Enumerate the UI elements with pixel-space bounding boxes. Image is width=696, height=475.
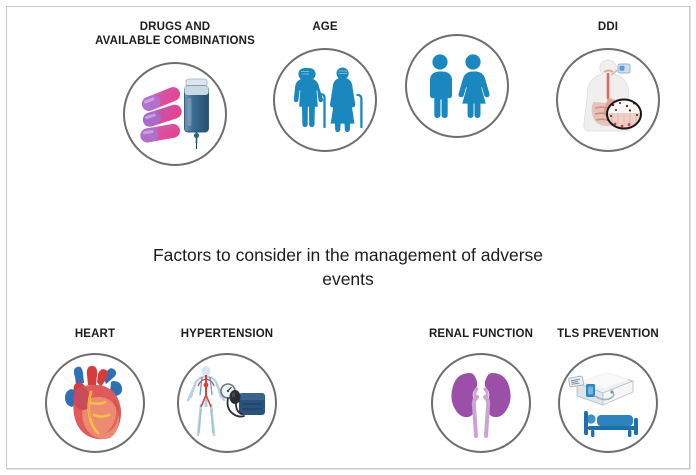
factor-node-hypertension[interactable]: HYPERTENSION	[163, 327, 291, 453]
anatomical-heart-icon	[65, 366, 123, 440]
factor-circle-tls[interactable]	[558, 353, 658, 453]
factor-circle-drugs[interactable]	[123, 62, 227, 166]
factor-circle-age-adult[interactable]	[405, 34, 509, 138]
factor-node-age-adult[interactable]	[398, 20, 516, 138]
factor-node-tls[interactable]: TLS PREVENTION	[541, 327, 675, 453]
pills-and-iv-bag-icon	[140, 78, 209, 149]
factor-label-drugs: DRUGS AND AVAILABLE COMBINATIONS	[95, 21, 255, 47]
factor-node-age[interactable]: AGE	[262, 20, 388, 152]
factor-label-tls: TLS PREVENTION	[557, 328, 659, 340]
factor-label-hypertension: HYPERTENSION	[180, 328, 274, 340]
digestive-tract-absorption-icon	[583, 59, 642, 132]
factor-node-renal[interactable]: RENAL FUNCTION	[417, 327, 545, 453]
factor-circle-hypertension[interactable]	[177, 353, 277, 453]
dialysis-and-hospital-bed-icon	[568, 372, 638, 437]
factor-node-heart[interactable]: HEART	[34, 327, 156, 453]
factor-circle-renal[interactable]	[431, 353, 531, 453]
factor-node-drugs[interactable]: DRUGS AND AVAILABLE COMBINATIONS	[55, 20, 295, 166]
factor-label-ddi: DDI	[597, 21, 619, 33]
adult-couple-icon	[430, 54, 490, 118]
blood-pressure-monitor-icon	[186, 366, 265, 437]
factor-circle-ddi[interactable]	[556, 48, 660, 152]
kidneys-icon	[451, 373, 511, 438]
factor-circle-heart[interactable]	[45, 353, 145, 453]
factor-label-renal: RENAL FUNCTION	[428, 328, 534, 340]
center-caption: Factors to consider in the management of…	[152, 245, 544, 289]
factor-node-ddi[interactable]: DDI	[545, 20, 671, 152]
elderly-couple-icon	[293, 67, 363, 132]
factor-label-heart: HEART	[74, 328, 116, 340]
factor-circle-age-elderly[interactable]	[273, 48, 377, 152]
factor-label-age: AGE	[312, 21, 338, 33]
